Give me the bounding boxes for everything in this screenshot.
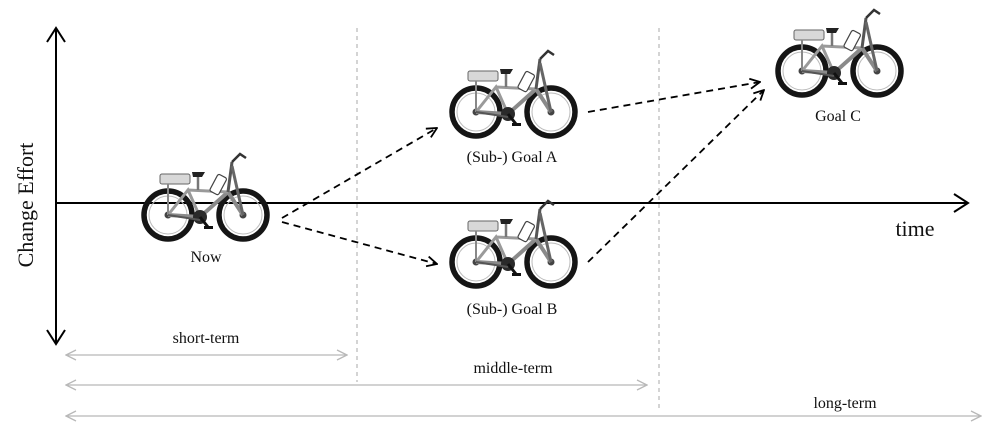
- arrow-goal-a-to-goal-c: [587, 82, 760, 113]
- y-axis-arrow-bottom: [46, 329, 66, 346]
- e-bike-icon-goal-a: [452, 51, 575, 136]
- arrow-now-to-goal-a: [281, 128, 437, 219]
- arrow-now-to-goal-b: [281, 221, 437, 264]
- range-label-short: short-term: [173, 330, 240, 347]
- label-goal-c: Goal C: [815, 108, 861, 125]
- e-bike-icon-now: [144, 154, 267, 239]
- e-bike-icon-goal-c: [778, 10, 901, 95]
- x-axis-label: time: [895, 216, 934, 241]
- range-label-middle: middle-term: [473, 360, 553, 377]
- arrow-goal-b-to-goal-c: [587, 90, 764, 263]
- label-goal-a: (Sub-) Goal A: [467, 149, 558, 166]
- range-label-long: long-term: [813, 395, 877, 412]
- label-now: Now: [190, 249, 222, 266]
- x-axis-arrowhead: [953, 193, 970, 213]
- y-axis-label: Change Effort: [13, 143, 38, 268]
- label-goal-b: (Sub-) Goal B: [467, 301, 558, 318]
- y-axis-arrow-top: [46, 26, 66, 43]
- e-bike-icon-goal-b: [452, 201, 575, 286]
